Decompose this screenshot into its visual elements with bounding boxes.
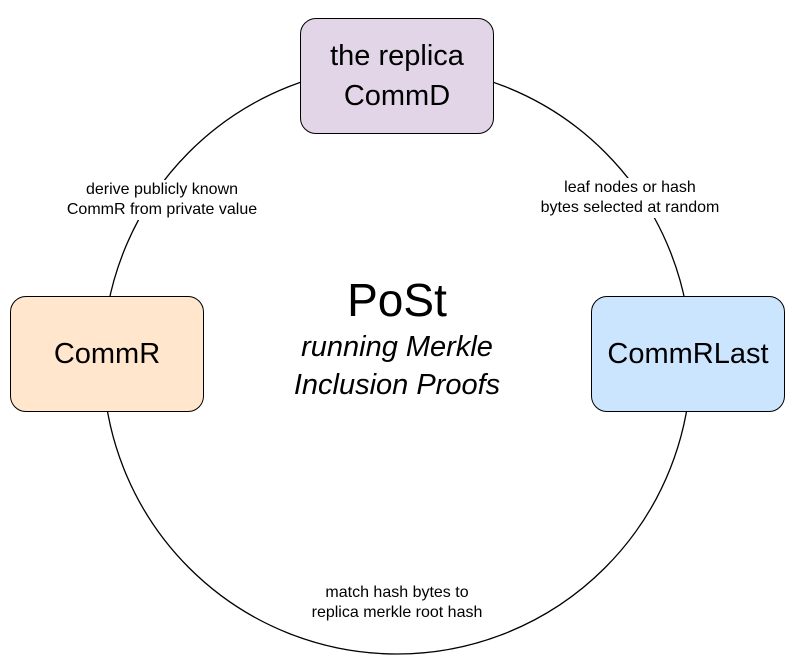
- node-replica-commd: the replica CommD: [300, 18, 494, 134]
- edge-label-derive-commr-line1: derive publicly known: [85, 181, 239, 198]
- edge-label-derive-commr: derive publicly known CommR from private…: [52, 180, 272, 220]
- center-subtitle-line1: running Merkle: [301, 331, 493, 363]
- node-commrlast-label: CommRLast: [607, 338, 769, 370]
- node-commr: CommR: [10, 296, 204, 412]
- edge-label-match-hash-line2: replica merkle root hash: [311, 604, 483, 621]
- center-subtitle-line2: Inclusion Proofs: [293, 369, 501, 401]
- edge-label-derive-commr-line2: CommR from private value: [66, 201, 258, 218]
- center-title: PoSt: [347, 274, 447, 326]
- edge-label-match-hash-line1: match hash bytes to: [325, 584, 469, 601]
- edge-label-leaf-nodes: leaf nodes or hash bytes selected at ran…: [520, 178, 740, 218]
- edge-label-match-hash: match hash bytes to replica merkle root …: [287, 583, 507, 623]
- center-label: PoSt running Merkle Inclusion Proofs: [247, 272, 547, 404]
- node-commrlast: CommRLast: [591, 296, 785, 412]
- edge-label-leaf-nodes-line1: leaf nodes or hash: [564, 179, 696, 196]
- edge-label-leaf-nodes-line2: bytes selected at random: [540, 199, 720, 216]
- node-commr-label: CommR: [53, 338, 161, 370]
- node-commd-label: CommD: [343, 80, 451, 112]
- node-replica-label: the replica: [330, 40, 464, 72]
